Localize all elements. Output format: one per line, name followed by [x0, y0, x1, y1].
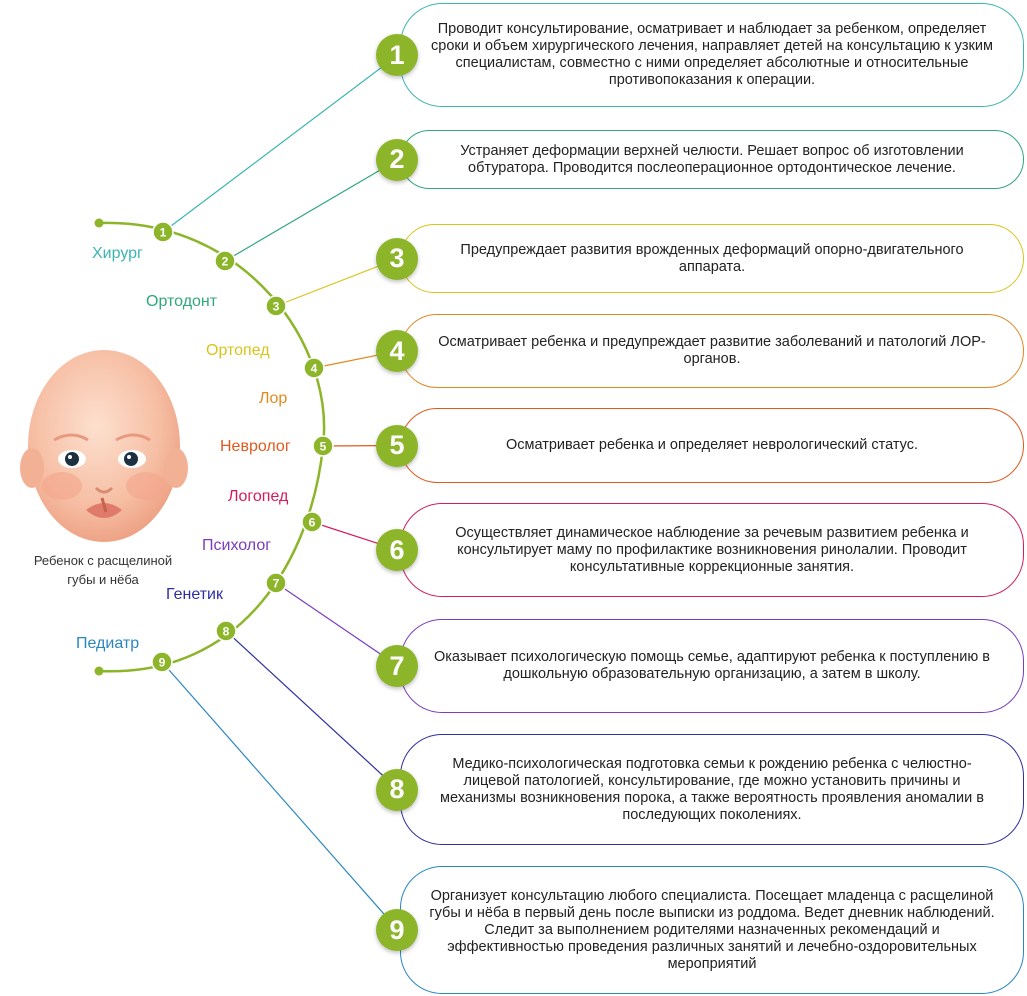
number-badge-3: 3: [376, 237, 418, 280]
caption-line-2: губы и нёба: [67, 572, 139, 587]
curve-node-7: [265, 572, 287, 594]
description-text-7: Оказывает психологическую помощь семье, …: [433, 649, 990, 682]
number-badge-6: 6: [376, 529, 418, 571]
number-badge-4: 4: [376, 330, 418, 372]
baby-face-illustration: [20, 350, 188, 542]
curve-node-number-2: 2: [222, 255, 229, 269]
number-badge-2: 2: [376, 138, 418, 181]
connector-line-1: [162, 54, 399, 233]
specialist-label-2: Ортодонт: [146, 293, 218, 310]
curve-node-number-9: 9: [159, 656, 166, 670]
specialist-label-9: Педиатр: [76, 635, 140, 652]
curve-node-8: [215, 620, 237, 642]
description-text-8: Медико-психологическая подготовка семьи …: [440, 755, 984, 823]
description-box-2: Устраняет деформации верхней челюсти. Ре…: [400, 130, 1024, 189]
specialist-label-8: Генетик: [166, 586, 223, 603]
description-box-6: Осуществляет динамическое наблюдение за …: [400, 503, 1024, 597]
connector-line-8: [225, 630, 399, 790]
baby-caption: Ребенок с расщелиной губы и нёба: [18, 551, 188, 589]
description-box-8: Медико-психологическая подготовка семьи …: [400, 734, 1024, 845]
specialist-label-3: Ортопед: [206, 342, 270, 359]
caption-line-1: Ребенок с расщелиной: [33, 553, 173, 568]
connector-line-9: [161, 661, 399, 931]
curve-node-5: [312, 435, 334, 457]
number-badge-1: 1: [376, 34, 418, 76]
specialist-label-4: Лор: [259, 390, 288, 407]
specialist-label-6: Логопед: [228, 488, 289, 505]
description-text-6: Осуществляет динамическое наблюдение за …: [455, 524, 969, 575]
specialist-label-1: Хирург: [92, 245, 143, 262]
curve-node-4: [303, 357, 325, 379]
curve-node-9: [151, 651, 173, 673]
number-badge-8: 8: [376, 768, 418, 811]
description-box-1: Проводит консультирование, осматривает и…: [400, 3, 1024, 107]
number-badge-5: 5: [376, 424, 418, 467]
description-text-5: Осматривает ребенка и определяет невроло…: [505, 437, 919, 453]
curve-start-dot: [94, 218, 104, 228]
specialist-label-5: Невролог: [220, 438, 291, 455]
description-box-9: Организует консультацию любого специалис…: [400, 866, 1024, 994]
curve-node-2: [214, 250, 236, 272]
curve-end-dot: [94, 666, 104, 676]
description-text-4: Осматривает ребенка и предупреждает разв…: [438, 334, 986, 367]
description-text-1: Проводит консультирование, осматривает и…: [431, 21, 993, 88]
description-text-3: Предупреждает развития врожденных деформ…: [460, 241, 964, 275]
description-box-5: Осматривает ребенка и определяет невроло…: [400, 408, 1024, 483]
curve-node-number-3: 3: [273, 300, 280, 314]
curve-node-6: [301, 511, 323, 533]
specialist-label-7: Психолог: [202, 537, 272, 554]
number-badge-9: 9: [376, 909, 418, 951]
curve-node-1: [152, 221, 174, 243]
curve-node-number-8: 8: [223, 625, 230, 639]
curve-node-number-5: 5: [320, 440, 327, 454]
number-badge-7: 7: [376, 645, 418, 687]
curve-node-number-4: 4: [311, 362, 318, 376]
description-box-4: Осматривает ребенка и предупреждает разв…: [400, 314, 1024, 388]
connector-line-2: [224, 158, 399, 262]
description-box-7: Оказывает психологическую помощь семье, …: [400, 619, 1024, 713]
description-text-2: Устраняет деформации верхней челюсти. Ре…: [460, 142, 964, 176]
curve-node-number-1: 1: [160, 226, 167, 240]
curve-node-3: [265, 295, 287, 317]
description-box-3: Предупреждает развития врожденных деформ…: [400, 224, 1024, 293]
curve-node-number-6: 6: [309, 516, 316, 530]
curve-node-number-7: 7: [273, 577, 280, 591]
description-text-9: Организует консультацию любого специалис…: [429, 887, 995, 972]
connector-line-7: [275, 582, 399, 667]
